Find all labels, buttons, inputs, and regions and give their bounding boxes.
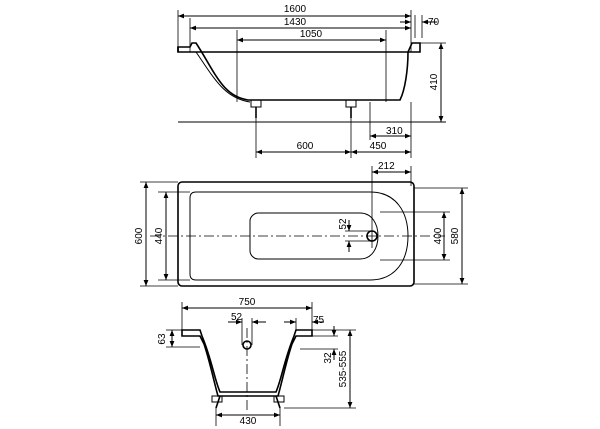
dim-bottom-length: 1050 (300, 29, 323, 40)
overflow-circle (242, 340, 252, 350)
dim-rim-height: 63 (157, 333, 168, 345)
dim-height: 410 (429, 73, 440, 90)
top-view: 212 52 600 440 400 580 (134, 161, 468, 287)
end-view: 750 52 75 63 32 53 (157, 297, 356, 427)
dim-rim-right-end: 75 (313, 315, 325, 326)
dim-inner-width-right: 400 (433, 227, 444, 244)
dim-width-outer: 600 (134, 227, 145, 244)
dim-drain-offset: 310 (386, 126, 403, 137)
dim-total-length: 1600 (284, 4, 307, 15)
tub-top-basin (189, 191, 409, 281)
dim-top-width: 750 (239, 297, 256, 308)
tub-top-recess (249, 212, 379, 260)
dim-height-range: 535-555 (338, 350, 349, 387)
dim-overflow-drop: 32 (323, 352, 334, 364)
side-view: 1600 1430 1050 70 410 310 (177, 4, 446, 158)
tub-side-profile (177, 42, 421, 101)
dim-width-right: 580 (450, 227, 461, 244)
dim-inner-width: 440 (154, 227, 165, 244)
dim-rim-right: 70 (428, 17, 440, 28)
dim-feet-width: 430 (240, 416, 257, 427)
tub-foot-left (250, 99, 262, 118)
dim-feet-right: 450 (370, 141, 387, 152)
dim-drain-distance: 212 (378, 161, 395, 172)
tub-top-outline (177, 181, 415, 287)
dim-overflow-diameter: 52 (231, 312, 243, 323)
dim-drain-diameter: 52 (338, 218, 349, 230)
dim-feet-spacing: 600 (297, 141, 314, 152)
dim-rim-length: 1430 (284, 17, 307, 28)
tub-foot-right (345, 99, 357, 118)
